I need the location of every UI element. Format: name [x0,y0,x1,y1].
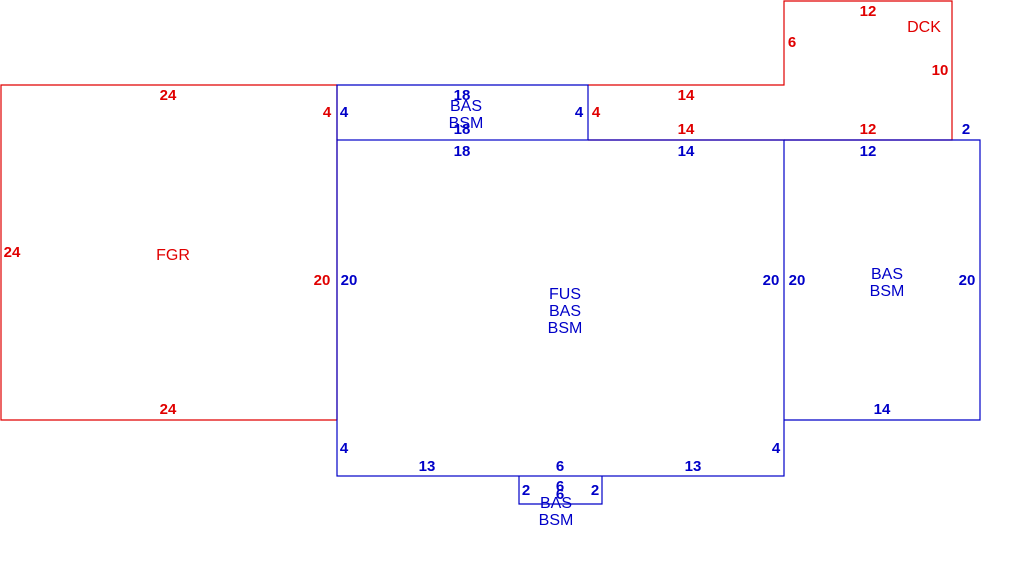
dim-dck-top: 12 [860,3,877,20]
dim-top-bump-right-red: 4 [592,104,601,121]
dim-main-lower-right: 4 [772,440,781,457]
top-bump-outline [336,84,589,140]
dim-main-right: 20 [763,272,780,289]
dim-top-bump-left-red: 4 [323,104,332,121]
top-bump-area-label-line-1: BAS [450,98,482,115]
dim-wing-right: 20 [959,272,976,289]
bay-area-label: BAS BSM [539,495,574,529]
main-area-label-line-2: BAS [549,303,581,320]
dim-main-left: 20 [341,272,358,289]
dim-main-top-left: 18 [454,143,471,160]
bay-area-label-line-1: BAS [540,495,572,512]
right-wing-outline [784,139,981,421]
dim-main-bottom-right: 13 [685,458,702,475]
main-area-label-line-3: BSM [548,320,583,337]
right-wing-area-label-line-2: BSM [870,283,905,300]
main-outline [336,139,785,477]
dim-wing-bottom: 14 [874,401,891,418]
dim-bay-bottom: 6 [556,486,564,503]
top-bump-area-label: BAS BSM [449,98,484,132]
dim-wing-step: 2 [962,121,970,138]
right-wing-area-label-line-1: BAS [871,266,903,283]
main-area-label-line-1: FUS [549,286,581,303]
top-bump-area-label-line-2: BSM [449,115,484,132]
dck-outline [588,0,953,141]
dim-top-bump-top: 18 [454,87,471,104]
dim-main-bottom-left: 13 [419,458,436,475]
right-wing-area-label: BAS BSM [870,266,905,300]
dim-fgr-left: 24 [4,244,21,261]
dim-bay-left: 2 [522,482,530,499]
dim-main-bottom-mid: 6 [556,458,564,475]
dim-main-top-right: 14 [678,143,695,160]
dim-top-bump-left-blue: 4 [340,104,349,121]
bay-area-label-line-2: BSM [539,512,574,529]
dim-main-lower-left: 4 [340,440,349,457]
dim-dck-lower: 14 [678,121,695,138]
dim-fgr-top: 24 [160,87,177,104]
dim-fgr-bottom: 24 [160,401,177,418]
dim-wing-left: 20 [789,272,806,289]
bay-outline [518,476,603,505]
dim-top-bump-bottom: 18 [454,121,471,138]
dim-dck-upper: 14 [678,87,695,104]
dim-dck-left: 6 [788,34,796,51]
dim-bay-top: 6 [556,478,564,495]
dim-bay-right: 2 [591,482,599,499]
main-area-label: FUS BAS BSM [548,286,583,337]
dim-dck-right: 10 [932,62,949,79]
dim-fgr-right: 20 [314,272,331,289]
dim-dck-bottom: 12 [860,121,877,138]
dim-top-bump-right-blue: 4 [575,104,584,121]
dck-area-label: DCK [907,19,941,36]
dim-wing-top: 12 [860,143,877,160]
fgr-area-label: FGR [156,247,190,264]
